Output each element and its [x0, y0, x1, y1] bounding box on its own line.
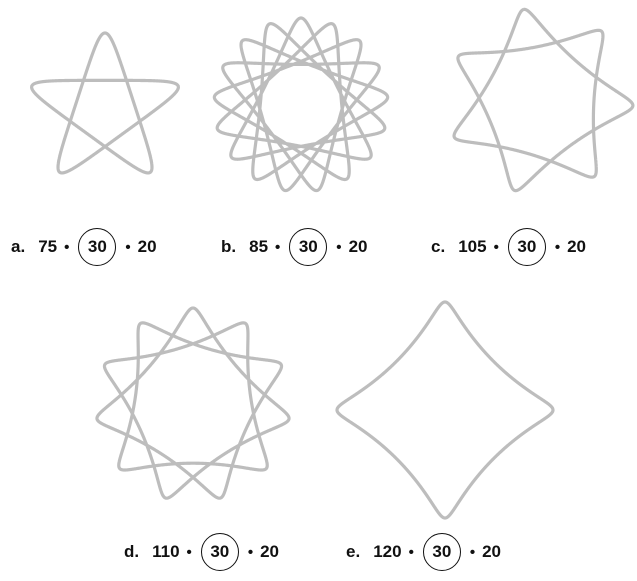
figure-letter: e. — [346, 542, 361, 561]
wheel-number: 30 — [298, 237, 318, 256]
separator-dot: • — [186, 543, 192, 561]
figure-label-a: a. 75 • 30 • 20 — [11, 227, 157, 267]
figure-letter: c. — [431, 237, 446, 256]
circled-wheel-number: 30 — [200, 533, 239, 571]
curve-path — [335, 300, 555, 520]
outer-number: 105 — [458, 237, 487, 256]
outer-number: 120 — [373, 542, 402, 561]
separator-dot: • — [493, 238, 499, 256]
wheel-number: 30 — [87, 237, 107, 256]
separator-dot: • — [408, 543, 414, 561]
curve-path — [30, 31, 180, 175]
curve-path — [95, 306, 291, 500]
figure-letter: d. — [124, 542, 140, 561]
curve-path — [452, 7, 635, 193]
spirograph-curve-e — [335, 300, 555, 520]
circled-wheel-number: 30 — [507, 228, 546, 266]
separator-dot: • — [64, 238, 70, 256]
wheel-number: 30 — [432, 542, 452, 561]
figure-label-e: e. 120 • 30 • 20 — [346, 532, 501, 572]
outer-number: 75 — [38, 237, 58, 256]
figure-letter: a. — [11, 237, 26, 256]
pen-number: 20 — [137, 237, 157, 256]
spirograph-curve-d — [95, 306, 291, 500]
separator-dot: • — [247, 543, 254, 561]
figure-label-c: c. 105 • 30 • 20 — [431, 227, 586, 267]
wheel-number: 30 — [210, 542, 230, 561]
circled-wheel-number: 30 — [78, 228, 117, 266]
spirograph-curve-a — [30, 31, 180, 175]
separator-dot: • — [336, 238, 342, 256]
wheel-number: 30 — [517, 237, 537, 256]
spirograph-curve-c — [452, 7, 635, 193]
pen-number: 20 — [482, 542, 502, 561]
separator-dot: • — [125, 238, 131, 256]
figure-label-b: b. 85 • 30 • 20 — [221, 227, 367, 267]
figure-letter: b. — [221, 237, 237, 256]
separator-dot: • — [554, 238, 561, 256]
spirograph-curve-b — [212, 16, 390, 193]
outer-number: 85 — [249, 237, 269, 256]
figure-label-d: d. 110 • 30 • 20 — [124, 532, 279, 572]
pen-number: 20 — [567, 237, 587, 256]
separator-dot: • — [469, 543, 476, 561]
curve-path — [212, 16, 390, 193]
outer-number: 110 — [152, 542, 180, 561]
pen-number: 20 — [348, 237, 368, 256]
separator-dot: • — [275, 238, 281, 256]
pen-number: 20 — [260, 542, 279, 561]
circled-wheel-number: 30 — [422, 533, 461, 571]
circled-wheel-number: 30 — [289, 228, 328, 266]
